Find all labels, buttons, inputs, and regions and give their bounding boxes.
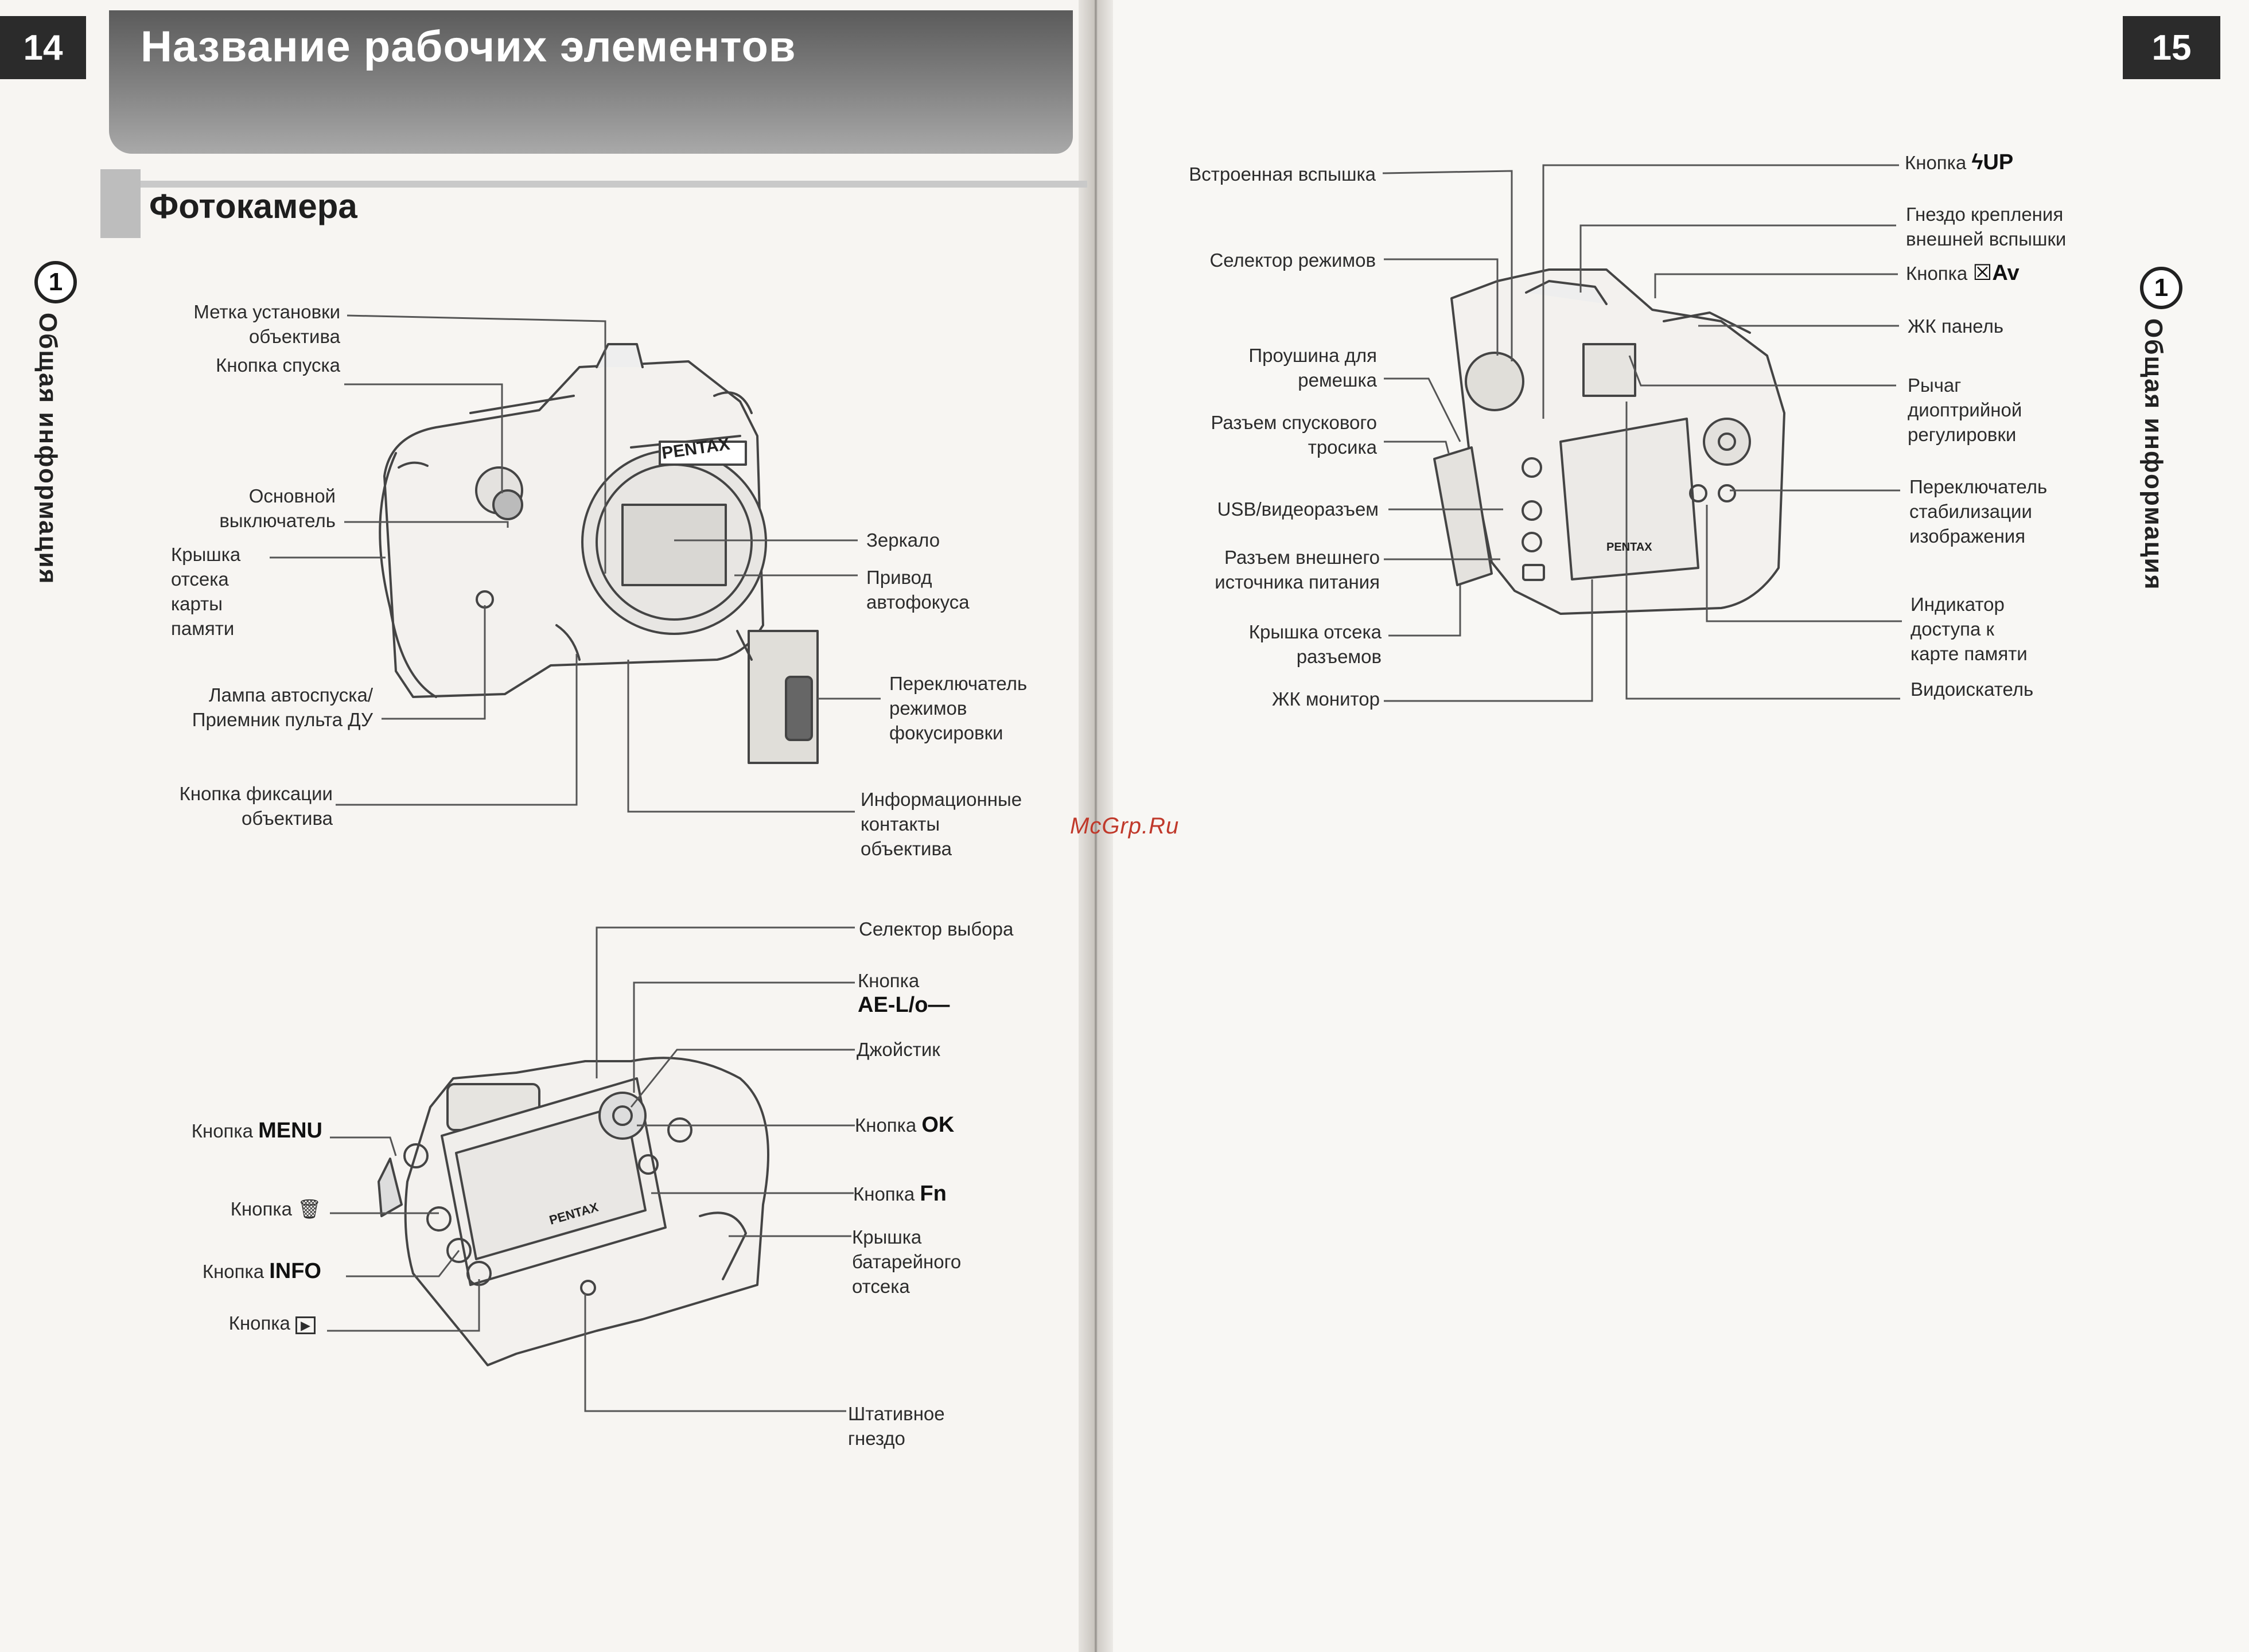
label-hot-shoe: Гнездо крепления внешней вспышки xyxy=(1906,204,2067,250)
book-spine xyxy=(1079,0,1113,1652)
play-icon: ▶ xyxy=(295,1316,316,1334)
page-number-right: 15 xyxy=(2123,16,2220,79)
label-battery-cover: Крышка батарейного отсека xyxy=(852,1226,962,1297)
chapter-tab-right: 1 Общая информация xyxy=(2117,258,2182,717)
label-shutter-button: Кнопка спуска xyxy=(216,354,340,376)
camera-brand-rear: PENTAX xyxy=(1606,541,1652,554)
label-card-cover: Крышка отсека карты памяти xyxy=(171,544,241,639)
label-play-button: Кнопка ▶ xyxy=(229,1311,316,1338)
left-page xyxy=(0,0,1087,1652)
chapter-tab-left: 1 Общая информация xyxy=(0,252,77,711)
section-bar xyxy=(100,169,1087,238)
label-mount-index: Метка установки объектива xyxy=(193,301,340,347)
page-title: Название рабочих элементов xyxy=(141,22,796,71)
rear-camera-illustration xyxy=(1433,268,1785,615)
watermark: McGrp.Ru xyxy=(1070,813,1180,839)
label-ev-button: Кнопка ☒Av xyxy=(1906,261,2020,285)
page-number-left: 14 xyxy=(0,16,86,79)
front-camera-illustration xyxy=(379,343,767,698)
label-af-coupler: Привод автофокуса xyxy=(866,567,970,613)
label-viewfinder: Видоискатель xyxy=(1911,679,2034,700)
section-title: Фотокамера xyxy=(149,187,357,225)
label-mirror: Зеркало xyxy=(866,529,940,551)
label-main-switch: Основной выключатель xyxy=(219,485,336,531)
chapter-name: Общая информация xyxy=(2139,318,2168,591)
right-page xyxy=(1099,0,2249,1652)
label-tripod: Штативное гнездо xyxy=(848,1403,945,1449)
label-focus-mode: Переключатель режимов фокусировки xyxy=(889,673,1028,743)
label-sr-switch: Переключатель стабилизации изображения xyxy=(1909,476,2048,547)
label-lens-unlock: Кнопка фиксации объектива xyxy=(179,783,333,829)
label-terminal-cover: Крышка отсека разъемов xyxy=(1248,621,1382,667)
label-ok-button: Кнопка OK xyxy=(855,1113,955,1137)
focus-switch-inset xyxy=(736,630,819,764)
chapter-number: 1 xyxy=(2140,267,2182,309)
label-fn-button: Кнопка Fn xyxy=(853,1182,947,1206)
back-camera-illustration xyxy=(378,1057,769,1366)
label-mode-dial: Селектор режимов xyxy=(1209,250,1376,271)
label-flash-up-button: Кнопка ϟUP xyxy=(1905,150,2014,174)
label-joystick: Джойстик xyxy=(857,1039,940,1060)
label-cable-release: Разъем спускового тросика xyxy=(1211,412,1377,458)
label-lcd-panel: ЖК панель xyxy=(1908,315,2004,337)
label-usb-video: USB/видеоразъем xyxy=(1217,498,1379,520)
label-menu-button: Кнопка MENU xyxy=(191,1119,322,1143)
label-dc-input: Разъем внешнего источника питания xyxy=(1215,547,1380,593)
label-card-access: Индикатор доступа к карте памяти xyxy=(1911,594,2028,664)
label-lens-contacts: Информационные контакты объектива xyxy=(861,789,1022,859)
chapter-name: Общая информация xyxy=(34,313,62,585)
label-builtin-flash: Встроенная вспышка xyxy=(1189,163,1376,185)
chapter-number: 1 xyxy=(34,261,77,303)
label-diopter: Рычаг диоптрийной регулировки xyxy=(1908,375,2022,445)
trash-icon: 🗑 xyxy=(297,1198,321,1219)
label-info-button: Кнопка INFO xyxy=(202,1259,321,1283)
label-delete-button: Кнопка 🗑 xyxy=(230,1198,321,1219)
label-strap-lug: Проушина для ремешка xyxy=(1248,345,1377,391)
label-e-dial: Селектор выбора xyxy=(859,918,1014,940)
label-lcd-monitor: ЖК монитор xyxy=(1271,688,1380,710)
label-self-timer: Лампа автоспуска/ Приемник пульта ДУ xyxy=(192,684,373,730)
header-band xyxy=(109,10,1073,154)
